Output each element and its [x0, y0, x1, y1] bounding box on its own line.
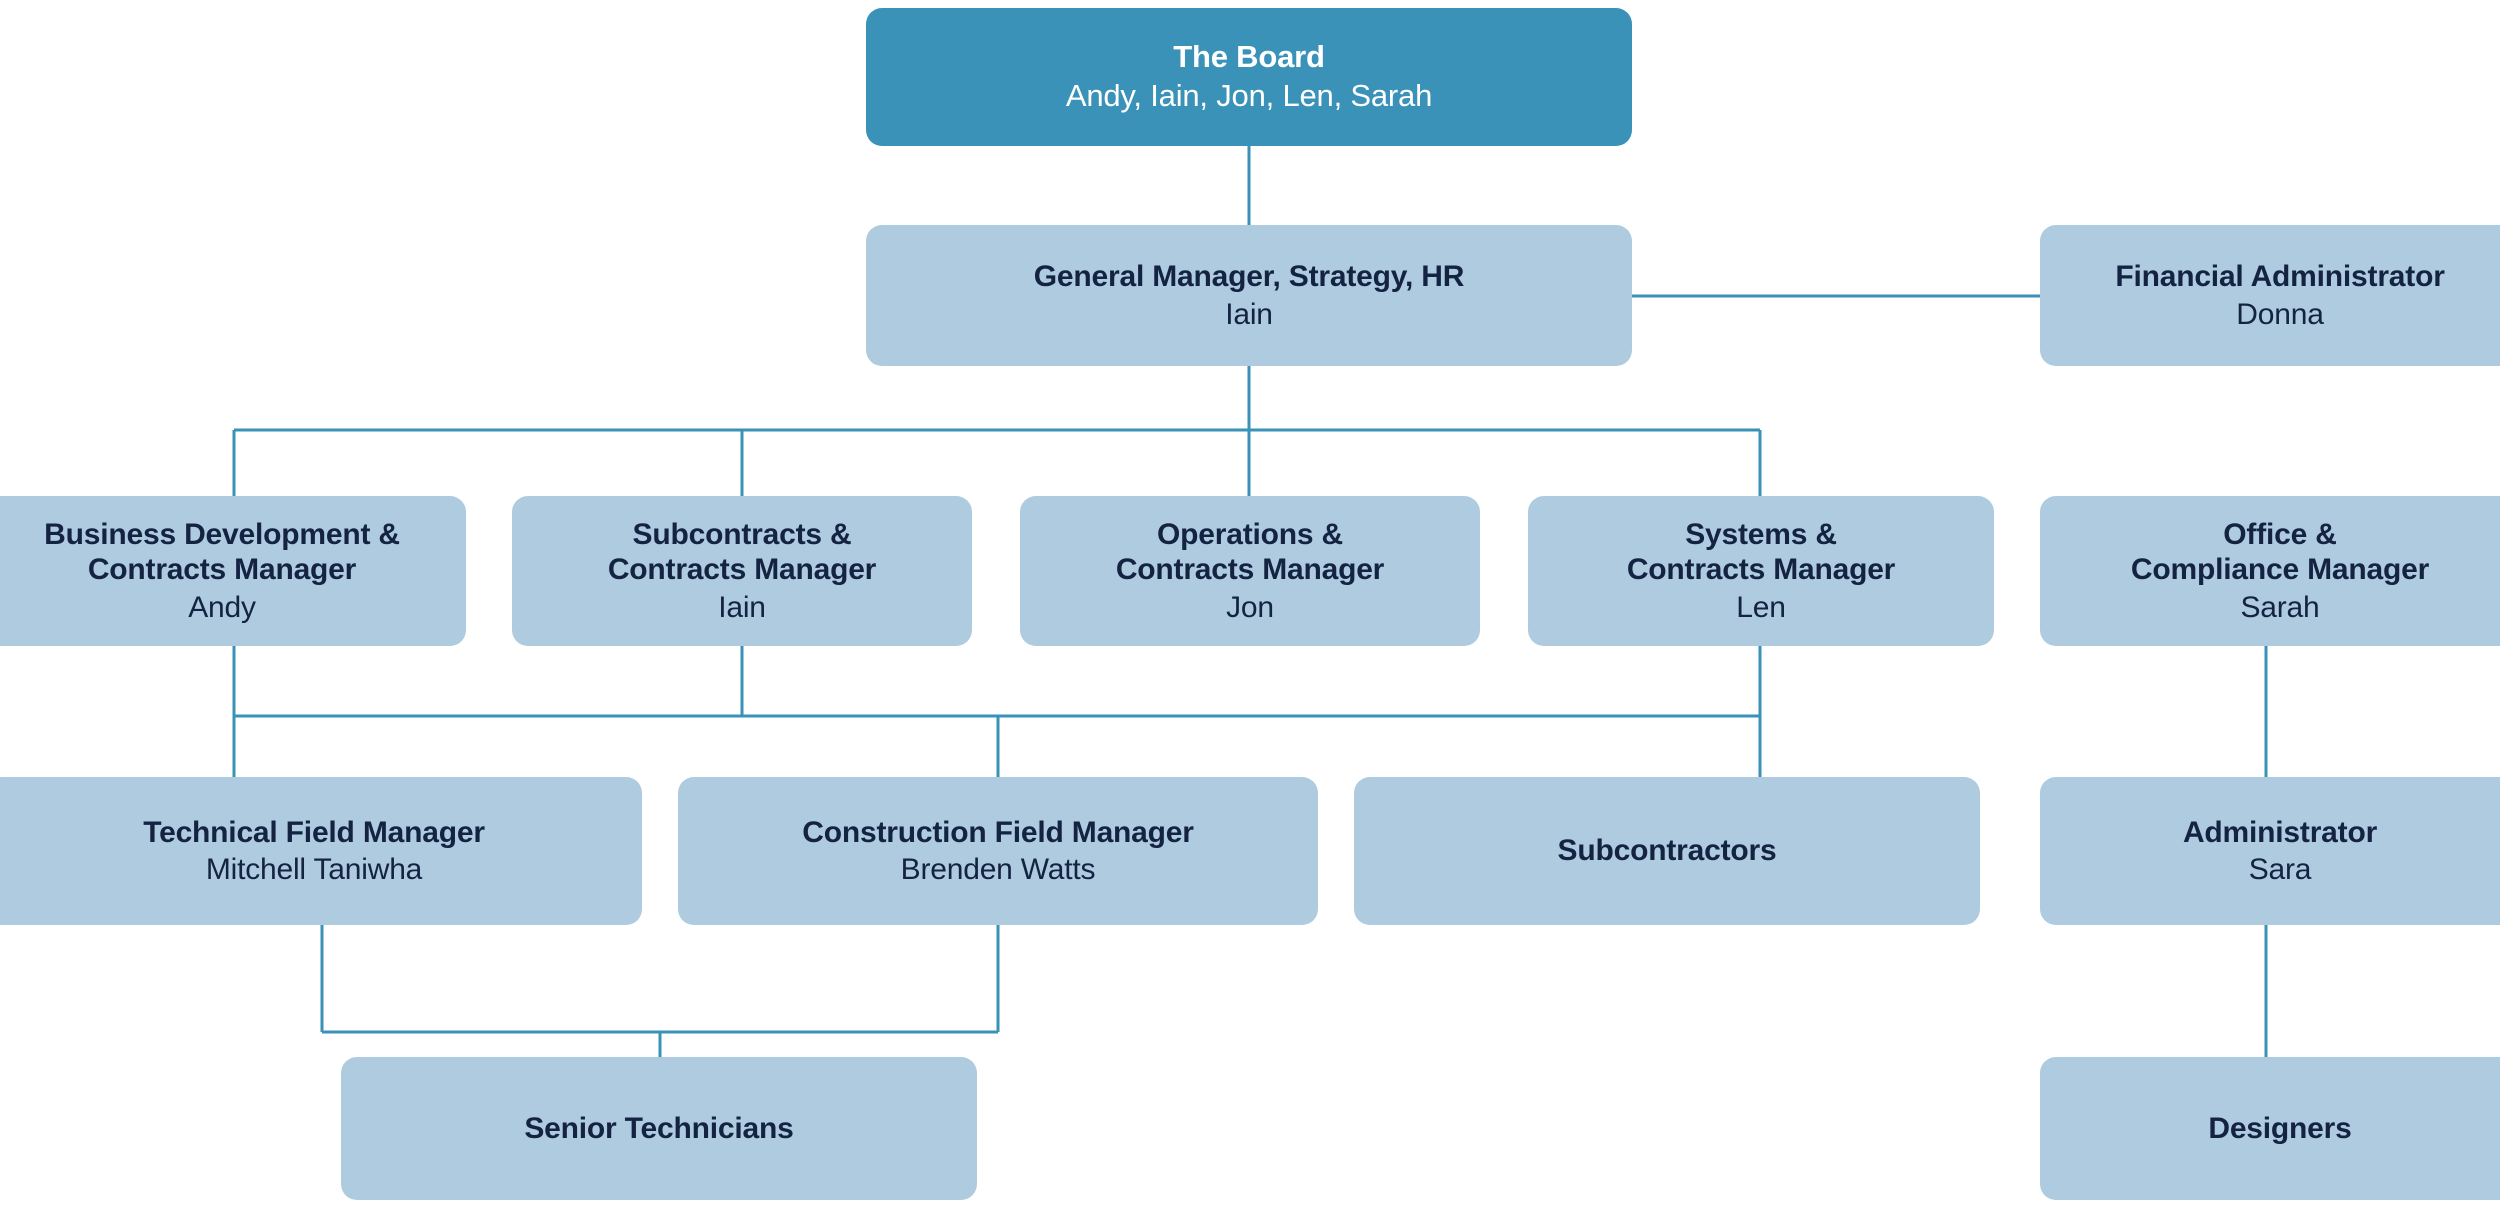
node-operations-person: Jon [1226, 590, 1274, 624]
node-general-manager[interactable]: General Manager, Strategy, HR Iain [866, 225, 1632, 366]
node-systems-person: Len [1736, 590, 1786, 624]
node-office-compliance-manager[interactable]: Office & Compliance Manager Sarah [2040, 496, 2500, 646]
node-senior-technicians-title: Senior Technicians [524, 1111, 794, 1145]
node-operations-title: Operations & Contracts Manager [1115, 517, 1385, 587]
node-construction-field-manager-person: Brenden Watts [900, 853, 1096, 886]
node-general-manager-title: General Manager, Strategy, HR [1033, 260, 1465, 294]
node-administrator-person: Sara [2248, 853, 2312, 886]
node-designers-title: Designers [2208, 1111, 2352, 1145]
node-subcontracts-title: Subcontracts & Contracts Manager [607, 517, 877, 587]
node-subcontractors[interactable]: Subcontractors [1354, 777, 1980, 925]
node-technical-field-manager-title: Technical Field Manager [143, 815, 485, 849]
node-technical-field-manager[interactable]: Technical Field Manager Mitchell Taniwha [0, 777, 642, 925]
node-subcontracts-person: Iain [718, 590, 766, 624]
node-business-development-contracts-manager[interactable]: Business Development & Contracts Manager… [0, 496, 466, 646]
node-financial-administrator[interactable]: Financial Administrator Donna [2040, 225, 2500, 366]
node-senior-technicians[interactable]: Senior Technicians [341, 1057, 977, 1200]
node-office-compliance-person: Sarah [2240, 590, 2320, 624]
node-financial-administrator-title: Financial Administrator [2115, 260, 2445, 294]
node-administrator[interactable]: Administrator Sara [2040, 777, 2500, 925]
node-office-compliance-title: Office & Compliance Manager [2130, 517, 2430, 587]
node-construction-field-manager-title: Construction Field Manager [802, 815, 1194, 849]
node-board-person: Andy, Iain, Jon, Len, Sarah [1065, 78, 1433, 113]
node-board-title: The Board [1173, 39, 1325, 75]
node-subcontracts-contracts-manager[interactable]: Subcontracts & Contracts Manager Iain [512, 496, 972, 646]
node-technical-field-manager-person: Mitchell Taniwha [205, 853, 423, 886]
node-business-development-title: Business Development & Contracts Manager [44, 517, 400, 587]
node-administrator-title: Administrator [2182, 815, 2378, 849]
node-general-manager-person: Iain [1225, 297, 1273, 331]
node-financial-administrator-person: Donna [2236, 297, 2324, 331]
node-designers[interactable]: Designers [2040, 1057, 2500, 1200]
node-operations-contracts-manager[interactable]: Operations & Contracts Manager Jon [1020, 496, 1480, 646]
node-construction-field-manager[interactable]: Construction Field Manager Brenden Watts [678, 777, 1318, 925]
node-business-development-person: Andy [188, 590, 256, 624]
node-systems-title: Systems & Contracts Manager [1626, 517, 1896, 587]
node-systems-contracts-manager[interactable]: Systems & Contracts Manager Len [1528, 496, 1994, 646]
node-board[interactable]: The Board Andy, Iain, Jon, Len, Sarah [866, 8, 1632, 146]
node-subcontractors-title: Subcontractors [1557, 834, 1777, 868]
